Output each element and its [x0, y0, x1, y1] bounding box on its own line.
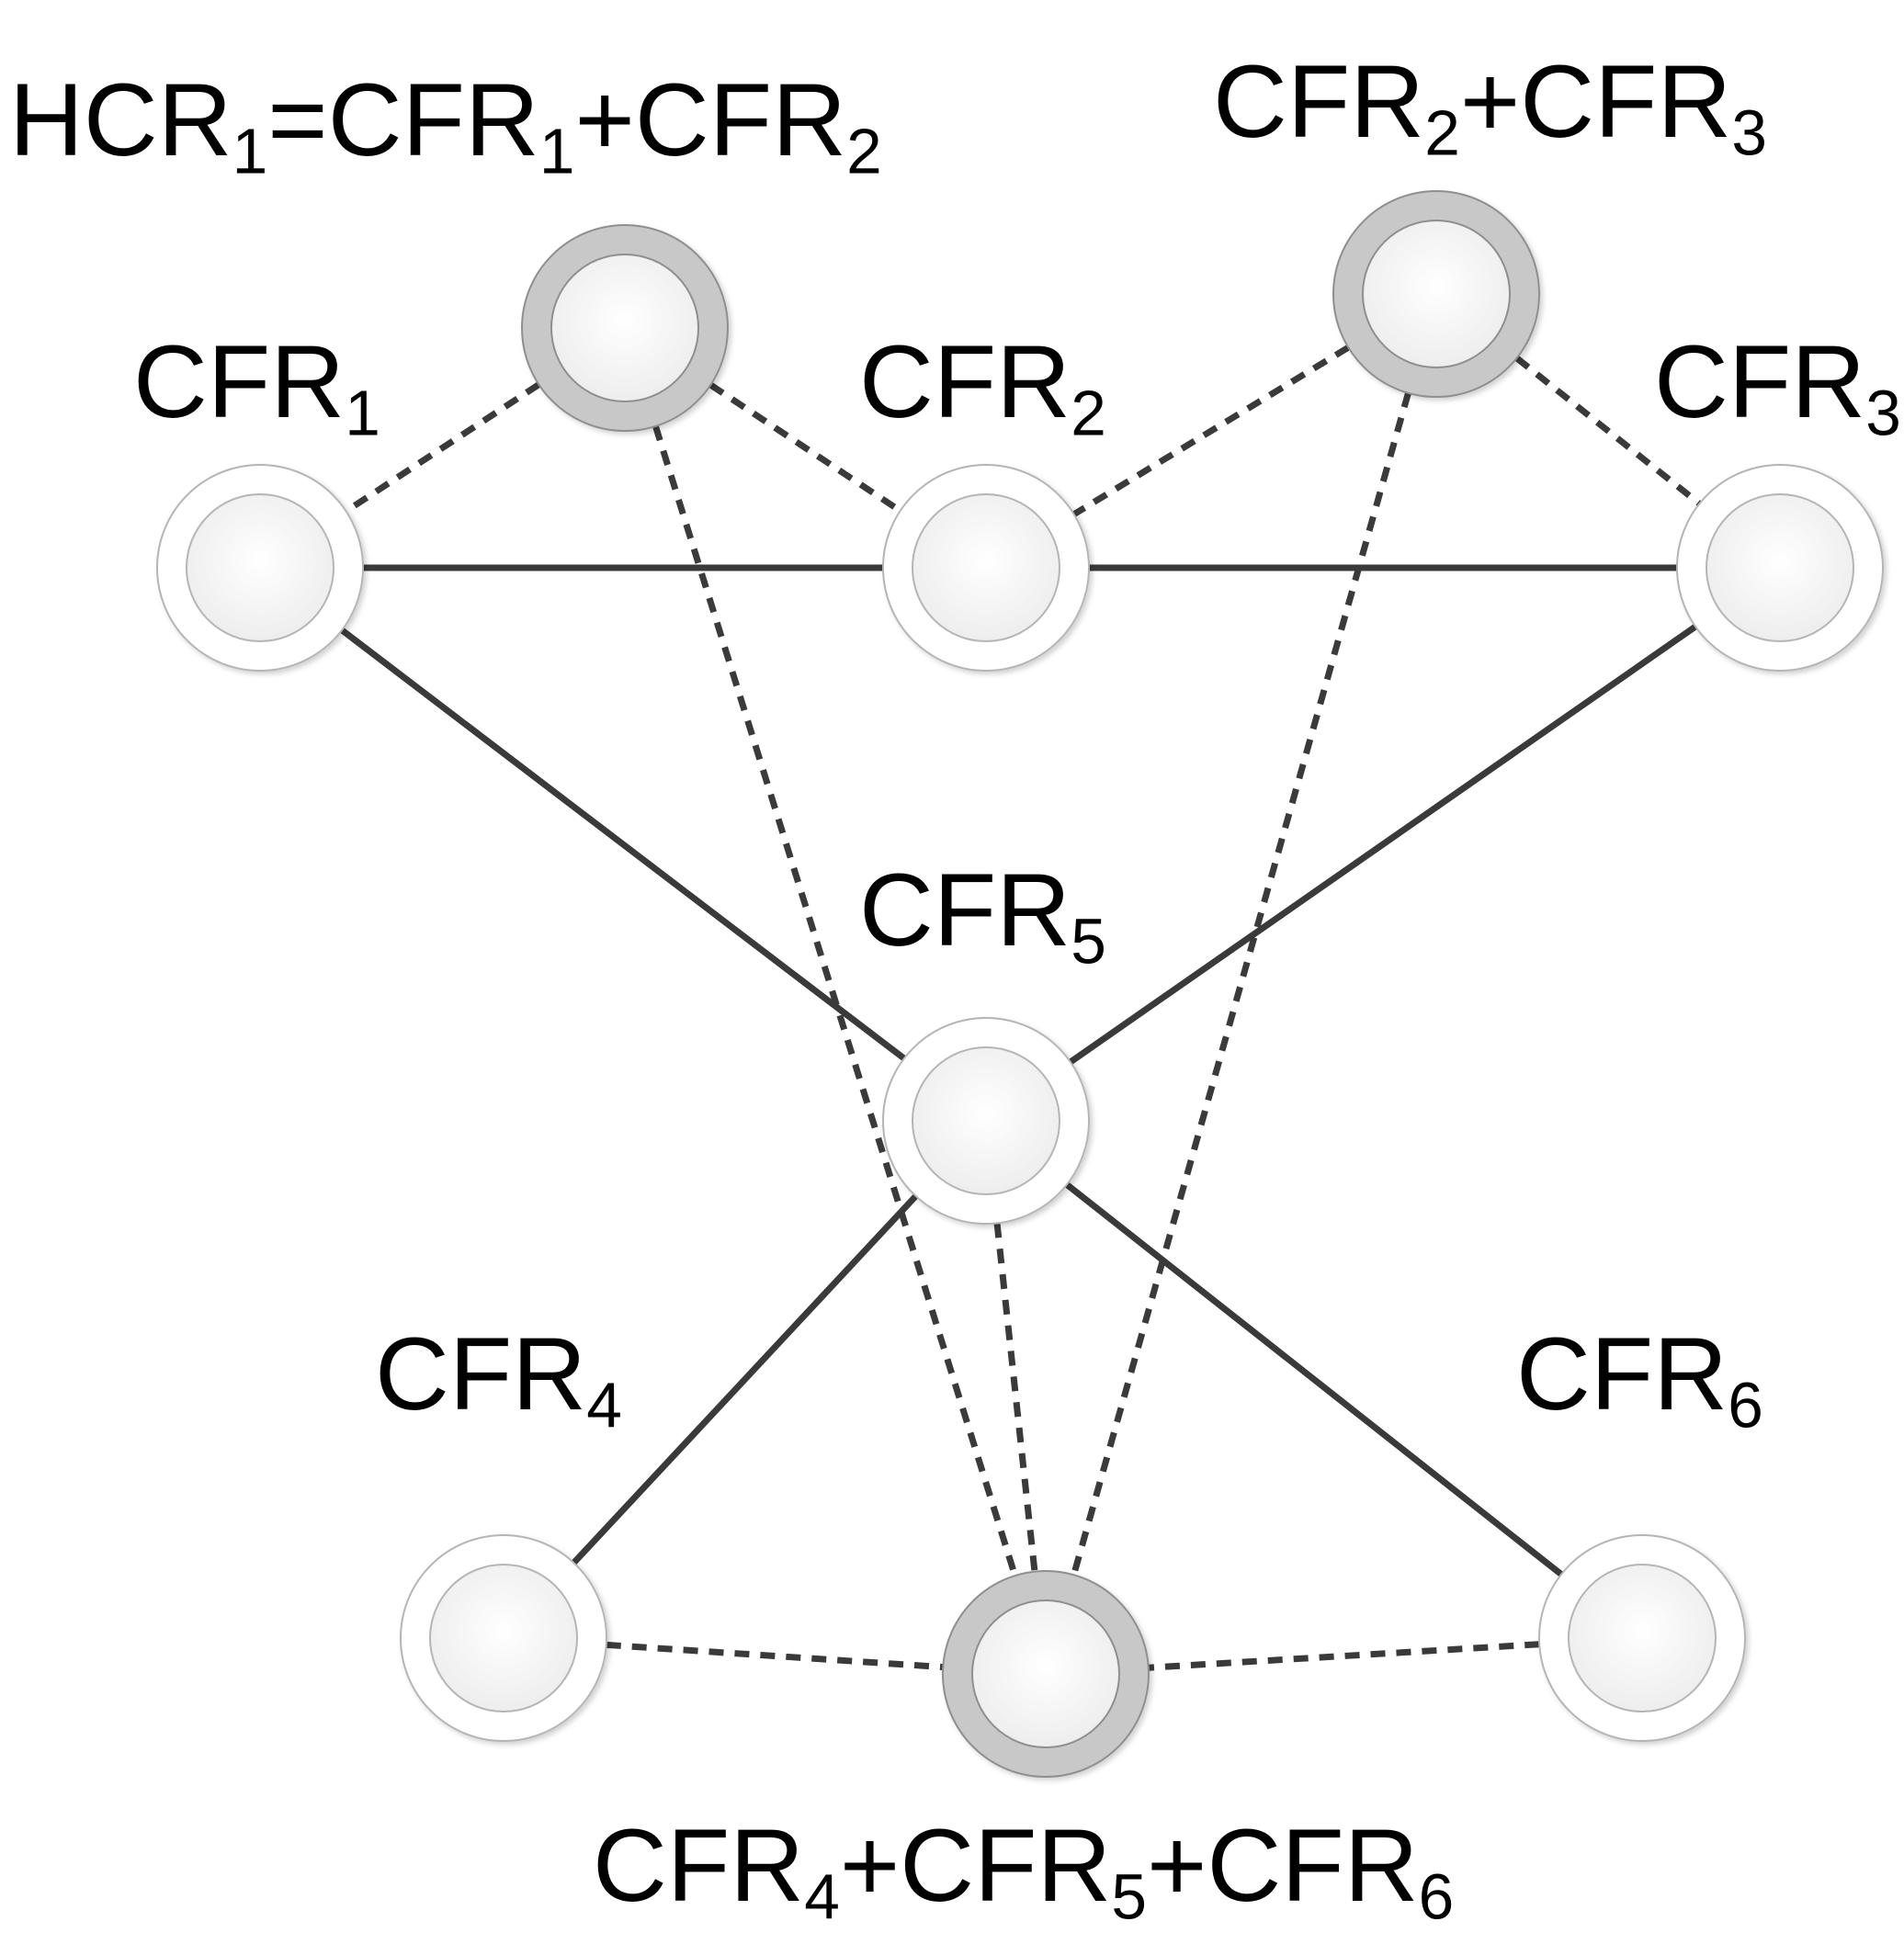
- edge-cfr5-cfr4: [571, 1193, 919, 1565]
- label-cfr2: CFR2: [859, 324, 1106, 449]
- node-hcr23: [1332, 190, 1540, 398]
- node-inner-circle: [429, 1564, 578, 1712]
- edge-cfr5-hcr456: [993, 1222, 1038, 1573]
- label-cfr6: CFR6: [1516, 1317, 1763, 1441]
- node-inner-circle: [1362, 220, 1511, 368]
- node-inner-circle: [1706, 493, 1854, 642]
- edge-hcr1-cfr1: [344, 381, 541, 514]
- edge-hcr1-hcr456: [652, 424, 1018, 1577]
- node-cfr2: [882, 464, 1090, 672]
- node-hcr456: [942, 1570, 1150, 1778]
- node-cfr1: [156, 464, 364, 672]
- node-inner-circle: [550, 254, 699, 402]
- edge-cfr4-hcr456: [606, 1641, 944, 1671]
- edge-cfr6-hcr456: [1148, 1641, 1540, 1671]
- node-cfr4: [400, 1534, 607, 1742]
- label-hcr23: CFR2+CFR3: [1213, 44, 1768, 169]
- node-hcr1: [521, 224, 729, 432]
- label-hcr1: HCR1=CFR1+CFR2: [9, 62, 882, 187]
- edge-hcr23-cfr3: [1514, 356, 1702, 506]
- node-inner-circle: [186, 493, 334, 642]
- label-cfr1: CFR1: [133, 324, 380, 449]
- node-cfr3: [1676, 464, 1884, 672]
- edge-hcr1-cfr2: [708, 382, 902, 514]
- edge-cfr3-cfr5: [1068, 624, 1698, 1065]
- edge-cfr1-cfr5: [339, 627, 907, 1061]
- edge-hcr23-cfr2: [1071, 345, 1351, 517]
- node-cfr5: [882, 1017, 1090, 1225]
- edge-cfr5-cfr6: [1064, 1181, 1564, 1577]
- label-cfr4: CFR4: [375, 1317, 622, 1441]
- edges-layer: [339, 345, 1702, 1671]
- node-inner-circle: [912, 1046, 1060, 1195]
- label-cfr5: CFR5: [859, 853, 1106, 978]
- label-cfr3: CFR3: [1654, 324, 1901, 449]
- node-cfr6: [1538, 1534, 1746, 1742]
- nodes-layer: [156, 190, 1884, 1778]
- label-hcr456: CFR4+CFR5+CFR6: [593, 1808, 1455, 1933]
- node-inner-circle: [971, 1599, 1120, 1748]
- node-inner-circle: [912, 493, 1060, 642]
- node-inner-circle: [1568, 1564, 1717, 1712]
